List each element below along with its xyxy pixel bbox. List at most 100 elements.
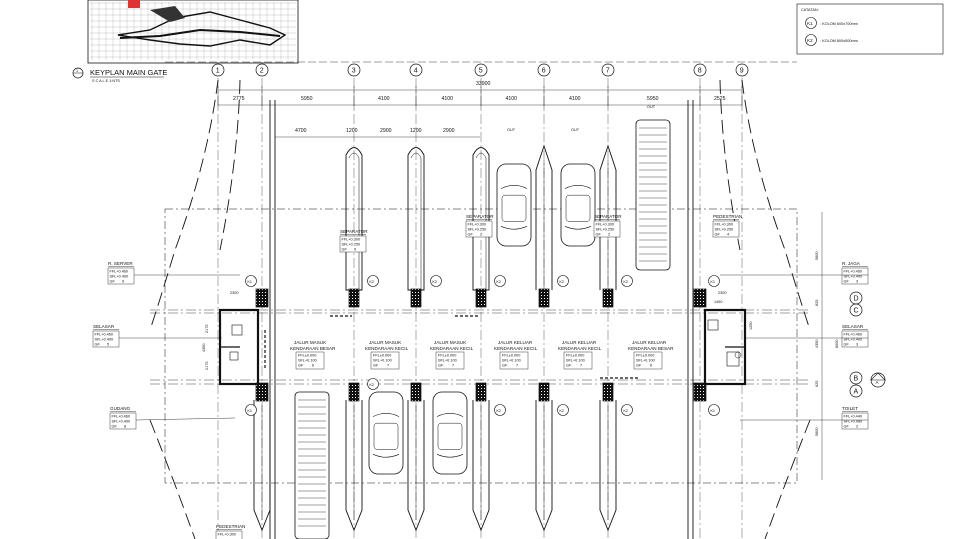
room-name: TOILET	[842, 406, 858, 411]
lane-line2: KENDARAAN KECIL	[494, 346, 538, 351]
room-number: 3	[856, 280, 858, 284]
car-entry-2-windshield	[436, 413, 464, 417]
column	[475, 382, 487, 402]
room-name: SEPARATOR	[466, 214, 494, 219]
lane-sfl: SFL+0.100	[373, 359, 392, 363]
lane-tag-box	[435, 351, 465, 370]
room-number: 2	[856, 425, 858, 429]
room-level: GF	[596, 233, 602, 237]
column	[410, 288, 422, 308]
column	[602, 288, 614, 308]
grid-bubble-2	[255, 63, 269, 77]
separator-island-pointed	[599, 144, 617, 290]
room-number: 9	[122, 280, 124, 284]
lane-tag-box	[563, 351, 593, 370]
grid-label-9: 9	[740, 68, 744, 75]
column-tag-k2	[621, 275, 633, 287]
grid-bubble-5	[474, 63, 488, 77]
column-tag-label: K2	[496, 280, 501, 284]
separator-islands	[253, 144, 617, 532]
separator-island-pointed	[535, 144, 553, 290]
column-tag-label: K1	[710, 280, 715, 284]
grid-label-2: 2	[260, 68, 264, 75]
grid-bubble-7	[601, 63, 615, 77]
room-level: GF	[342, 248, 348, 252]
room-tag-box	[841, 412, 869, 430]
grid-bubble-9	[735, 63, 749, 77]
room-ffl: FFL+0.300	[596, 223, 614, 227]
keyplan: 1 KEYPLAN MAIN GATE S C A L E 1:NTS	[72, 0, 299, 83]
room-ffl: FFL+0.300	[342, 238, 360, 242]
dimension-left-1: 2175	[205, 362, 209, 370]
room-level: GF	[715, 233, 721, 237]
column-tag-label: K1	[247, 409, 252, 413]
room-level: GF	[468, 233, 474, 237]
lane-sfl: SFL+0.100	[636, 359, 655, 363]
road-edge-right-outer	[741, 79, 811, 331]
dimension-mid-1: 2300	[718, 291, 726, 295]
lane-number: 7	[452, 364, 454, 368]
column-tag-label: K2	[559, 409, 564, 413]
room-level: GF	[844, 343, 850, 347]
grid-label-8: 8	[698, 68, 702, 75]
column-tag-label: K2	[496, 409, 501, 413]
column-tag-k1	[245, 404, 257, 416]
separator-island-lower	[535, 400, 553, 532]
separator-island-lower	[472, 400, 490, 532]
grid-label-C: C	[854, 308, 859, 315]
column-tag-label: K2	[623, 409, 628, 413]
room-sfl: SFL+0.400	[844, 275, 863, 279]
room-ffl: FFL+0.440	[844, 415, 862, 419]
car-exit-2-windshield	[564, 185, 592, 189]
column	[538, 382, 550, 402]
grid-label-D: D	[854, 296, 859, 303]
notes-frame	[796, 3, 944, 55]
guard-building-left	[218, 308, 260, 386]
section-marker: A	[870, 372, 886, 388]
lane-ffl: FFL±0.000	[438, 354, 456, 358]
lane-number: 7	[387, 364, 389, 368]
car-entry-2-rear-window	[436, 454, 464, 458]
room-name: R. JAGA	[842, 261, 861, 266]
notes-k1-text: : KOLOM 600x700mm	[820, 22, 858, 26]
room-level: GF	[110, 280, 116, 284]
dimension-lane: 2900	[443, 128, 455, 134]
dimension-right: 625	[815, 381, 819, 387]
room-ffl: FFL+0.300	[715, 223, 733, 227]
car-exit-1-roof	[501, 194, 527, 222]
car-entry-1-rear-window	[372, 454, 400, 458]
column	[410, 382, 422, 402]
car-exit-1	[496, 163, 532, 247]
car-entry-1-windshield	[372, 413, 400, 417]
lane-ffl: FFL±0.000	[566, 354, 584, 358]
room-sfl: SFL+0.250	[342, 243, 361, 247]
lane-line1: JALUR MASUK	[294, 340, 327, 345]
column-tag-k2	[367, 275, 379, 287]
column	[538, 288, 550, 308]
room-tag-box	[465, 220, 493, 238]
dimension-lane: 2900	[380, 128, 392, 134]
dimension-span: 4100	[442, 96, 454, 102]
guard-building-right	[703, 308, 747, 386]
lane-line1: JALUR KELUAR	[562, 340, 597, 345]
room-level: GF	[112, 425, 118, 429]
lane-tag-box	[633, 351, 663, 370]
reference-lines	[150, 61, 810, 484]
room-name: SELASAR	[93, 324, 115, 329]
lane-level: GF	[438, 364, 444, 368]
room-sfl: SFL+0.250	[596, 228, 615, 232]
room-level: GF	[95, 343, 101, 347]
column-tag-k1	[245, 275, 257, 287]
column-tag-k2	[621, 404, 633, 416]
room-sfl: SFL+0.250	[715, 228, 734, 232]
grid-bubble-1	[211, 63, 225, 77]
separator-island	[472, 147, 490, 291]
lane-level: GF	[298, 364, 304, 368]
car-exit-2-roof	[565, 194, 591, 222]
keyplan-title: KEYPLAN MAIN GATE	[90, 68, 167, 77]
room-tag-box	[92, 330, 120, 348]
room-name: SELASAR	[842, 324, 864, 329]
column-tag-k2	[557, 404, 569, 416]
